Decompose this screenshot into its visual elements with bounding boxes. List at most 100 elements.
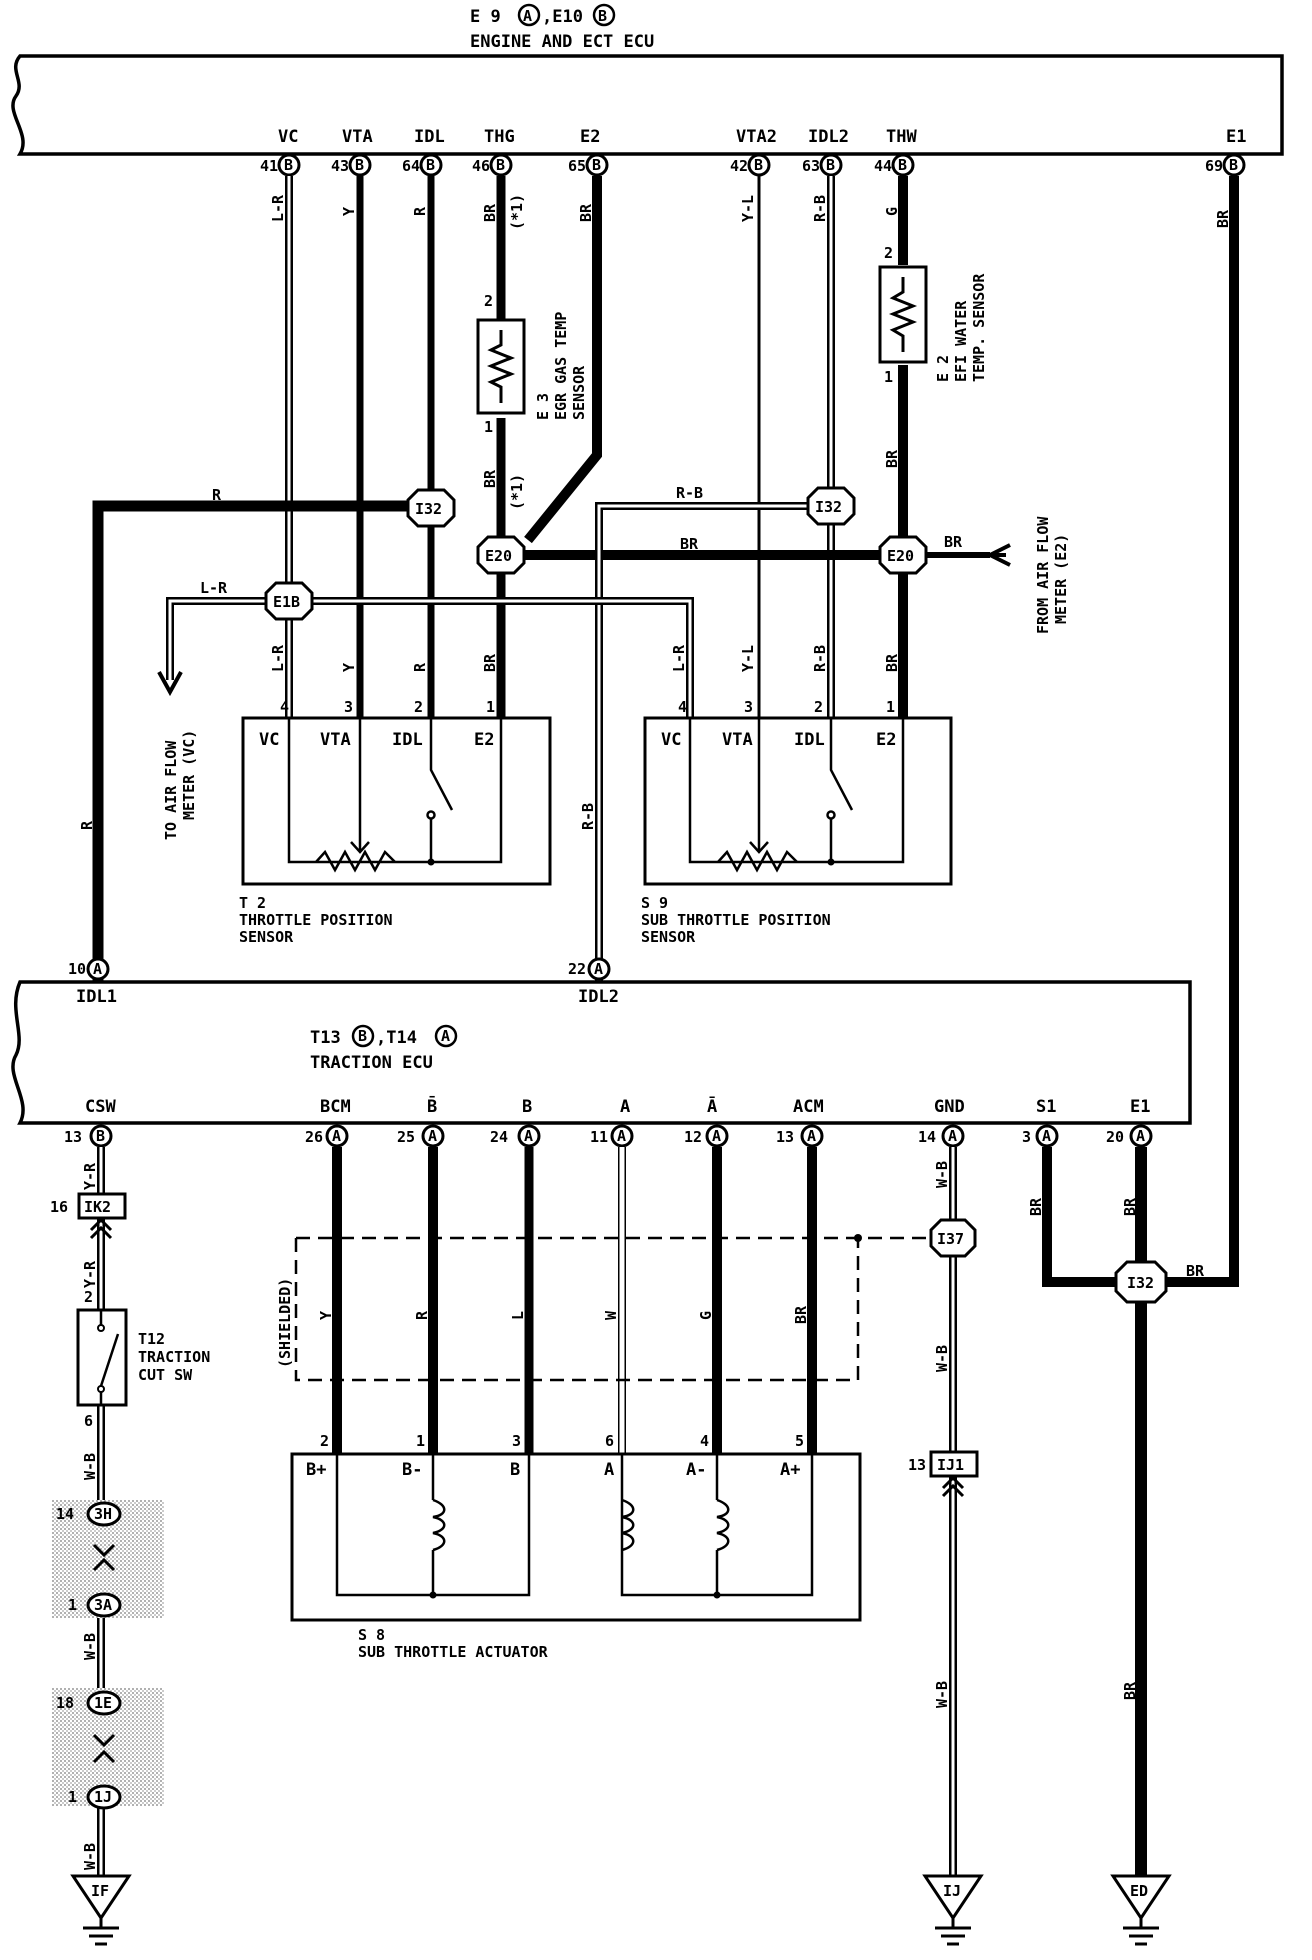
svg-text:W-B: W-B	[933, 1161, 951, 1188]
svg-text:W-B: W-B	[933, 1681, 951, 1708]
top-wire-labels: L-R Y R BR (*1) BR Y-L R-B G BR R L-R R-…	[78, 194, 1232, 830]
svg-text:3: 3	[1022, 1128, 1031, 1146]
svg-text:VTA: VTA	[722, 730, 753, 750]
svg-text:BR: BR	[1121, 1197, 1139, 1216]
svg-text:E1B: E1B	[273, 593, 300, 611]
svg-text:L-R: L-R	[670, 644, 688, 672]
svg-text:12: 12	[684, 1128, 702, 1146]
svg-text:Y-R: Y-R	[81, 1162, 99, 1190]
svg-text:VC: VC	[661, 730, 681, 750]
svg-text:METER (VC): METER (VC)	[180, 730, 198, 820]
engine-ect-ecu: E 9 A ,E10 B ENGINE AND ECT ECU	[11, 3, 1284, 156]
svg-text:3H: 3H	[94, 1505, 112, 1523]
svg-text:R-B: R-B	[676, 484, 703, 502]
svg-text:BR: BR	[1214, 209, 1232, 228]
pin-bcm: 26 A	[305, 1124, 349, 1148]
svg-text:24: 24	[490, 1128, 508, 1146]
svg-text:VTA: VTA	[342, 127, 373, 147]
to-air-flow-label: TO AIR FLOW METER (VC)	[162, 730, 198, 840]
svg-text:B: B	[598, 7, 607, 25]
throttle-position-sensor: 4 3 2 1 VC VTA IDL E2 T 2 THROTTLE POSIT…	[239, 698, 552, 946]
svg-text:VC: VC	[259, 730, 279, 750]
svg-text:A: A	[524, 1127, 533, 1145]
svg-text:FROM AIR FLOW: FROM AIR FLOW	[1034, 516, 1052, 634]
svg-text:E2: E2	[580, 127, 600, 147]
junction-i32-top: I32	[406, 488, 456, 528]
svg-text:CUT SW: CUT SW	[138, 1366, 193, 1384]
svg-text:Y: Y	[340, 663, 358, 672]
svg-text:E 3: E 3	[534, 393, 552, 420]
svg-text:BCM: BCM	[320, 1097, 351, 1117]
traction-cut-switch: 2 6 T12 TRACTION CUT SW	[76, 1288, 210, 1430]
svg-text:IDL2: IDL2	[808, 127, 849, 147]
svg-text:5: 5	[795, 1432, 804, 1450]
svg-text:14: 14	[56, 1505, 74, 1523]
svg-text:10: 10	[68, 960, 86, 978]
svg-text:A: A	[523, 7, 532, 25]
svg-text:,E10: ,E10	[542, 7, 583, 27]
svg-text:11: 11	[590, 1128, 608, 1146]
svg-text:2: 2	[84, 1288, 93, 1306]
svg-text:B: B	[496, 156, 505, 174]
junction-i32-top-right: I32	[806, 486, 856, 526]
svg-text:G: G	[697, 1311, 715, 1320]
svg-text:METER (E2): METER (E2)	[1052, 534, 1070, 624]
svg-text:A: A	[93, 960, 102, 978]
svg-text:EFI WATER: EFI WATER	[952, 300, 970, 382]
svg-text:SUB THROTTLE POSITION: SUB THROTTLE POSITION	[641, 911, 831, 929]
svg-text:B̄: B̄	[427, 1095, 437, 1117]
egr-gas-temp-sensor: 2 1 E 3 EGR GAS TEMP SENSOR	[476, 292, 588, 436]
svg-text:CSW: CSW	[85, 1097, 116, 1117]
svg-text:TRACTION: TRACTION	[138, 1348, 210, 1366]
svg-text:3A: 3A	[94, 1596, 112, 1614]
svg-text:S 8: S 8	[358, 1626, 385, 1644]
svg-text:R: R	[212, 486, 222, 504]
efi-water-temp-sensor: 2 1 E 2 EFI WATER TEMP. SENSOR	[878, 244, 988, 386]
svg-text:A: A	[441, 1027, 450, 1045]
svg-text:43: 43	[331, 157, 349, 175]
svg-text:A: A	[1042, 1127, 1051, 1145]
svg-text:IK2: IK2	[84, 1198, 111, 1216]
svg-text:THROTTLE POSITION: THROTTLE POSITION	[239, 911, 393, 929]
bottom-wiring	[97, 1147, 1147, 1876]
svg-text:4: 4	[700, 1432, 709, 1450]
svg-text:B: B	[510, 1460, 520, 1480]
svg-text:T 2: T 2	[239, 894, 266, 912]
svg-text:26: 26	[305, 1128, 323, 1146]
svg-text:3: 3	[744, 698, 753, 716]
svg-text:R-B: R-B	[579, 803, 597, 830]
junction-e20: E20	[476, 535, 526, 575]
svg-text:BR: BR	[481, 203, 499, 222]
svg-text:Y: Y	[340, 207, 358, 216]
svg-text:B: B	[426, 156, 435, 174]
svg-text:BR: BR	[481, 469, 499, 488]
svg-text:B-: B-	[402, 1460, 422, 1480]
connector-3h-3a: 14 3H 1 3A	[52, 1500, 164, 1618]
svg-text:BR: BR	[577, 203, 595, 222]
svg-text:BR: BR	[1121, 1681, 1139, 1700]
svg-text:A: A	[332, 1127, 341, 1145]
svg-text:IDL: IDL	[794, 730, 825, 750]
svg-text:I37: I37	[937, 1230, 964, 1248]
sub-throttle-position-sensor: 4 3 2 1 VC VTA IDL E2 S 9 SUB THROTTLE P…	[641, 698, 953, 946]
svg-text:R: R	[411, 662, 429, 672]
svg-text:ED: ED	[1130, 1882, 1148, 1900]
svg-text:BR: BR	[1186, 1262, 1205, 1280]
svg-text:G: G	[883, 207, 901, 216]
svg-text:3: 3	[512, 1432, 521, 1450]
svg-text:E1: E1	[1226, 127, 1246, 147]
svg-text:T13: T13	[310, 1028, 341, 1048]
svg-text:BR: BR	[680, 535, 699, 553]
svg-text:THW: THW	[886, 127, 917, 147]
svg-text:64: 64	[402, 157, 420, 175]
svg-text:BR: BR	[481, 653, 499, 672]
